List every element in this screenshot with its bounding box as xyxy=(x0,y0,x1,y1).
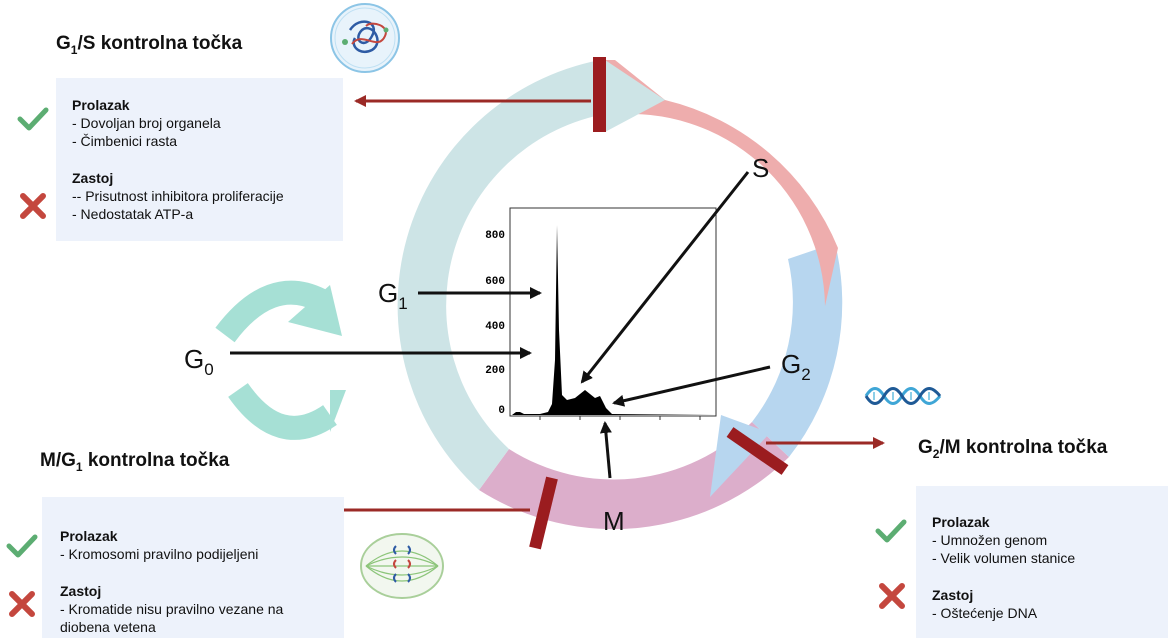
m-phase-segment xyxy=(479,422,789,530)
g1s-checkpoint-title: G1/S kontrolna točka xyxy=(56,33,243,57)
g2m-checkpoint-bar xyxy=(726,427,789,475)
histogram-x-ticks xyxy=(539,416,701,420)
g1s-checkpoint-bar xyxy=(593,57,606,132)
m-pointer xyxy=(599,421,612,479)
histogram-tick-600: 600 xyxy=(485,276,505,288)
mg1-stop-item: - Kromatide nisu pravilno vezane na xyxy=(60,601,284,617)
g1s-pass-block: Prolazak - Dovoljan broj organela - Čimb… xyxy=(72,96,221,150)
label-m: M xyxy=(603,506,625,536)
g1s-info-box xyxy=(56,78,343,241)
dna-content-histogram xyxy=(509,207,717,420)
histogram-tick-400: 400 xyxy=(485,321,505,333)
cross-icon xyxy=(9,591,35,617)
mg1-checkpoint-title: M/G1 kontrolna točka xyxy=(40,450,230,474)
s-pointer xyxy=(580,171,750,384)
mg1-stop-item: diobena vetena xyxy=(60,619,156,635)
cross-icon xyxy=(20,193,46,219)
g2-phase-segment xyxy=(752,243,843,457)
g2m-pass-block: Prolazak - Umnožen genom - Velik volumen… xyxy=(932,513,1075,567)
g1s-stop-item: -- Prisutnost inhibitora proliferacije xyxy=(72,188,284,204)
g1s-pass-item: - Čimbenici rasta xyxy=(72,133,178,149)
mg1-pass-block: Prolazak - Kromosomi pravilno podijeljen… xyxy=(60,527,258,563)
g2-pointer xyxy=(612,365,771,407)
histogram-tick-800: 800 xyxy=(485,230,505,242)
g1s-stop-item: - Nedostatak ATP-a xyxy=(72,206,194,222)
label-g0: G0 xyxy=(184,344,214,379)
g1s-stop-heading: Zastoj xyxy=(72,170,114,186)
dna-helix-icon xyxy=(864,387,942,405)
label-g2: G2 xyxy=(781,349,811,384)
g1s-stop-block: Zastoj -- Prisutnost inhibitora prolifer… xyxy=(72,169,284,223)
g2m-pass-heading: Prolazak xyxy=(932,514,990,530)
g1s-pass-heading: Prolazak xyxy=(72,97,130,113)
g2m-pass-item: - Umnožen genom xyxy=(932,532,1048,548)
histogram-tick-0: 0 xyxy=(498,405,505,417)
mg1-info-box xyxy=(42,497,344,638)
histogram-tick-200: 200 xyxy=(485,365,505,377)
g2-arrowhead xyxy=(710,415,770,497)
g2m-pass-item: - Velik volumen stanice xyxy=(932,550,1076,566)
check-icon xyxy=(17,107,49,131)
check-icon xyxy=(6,534,38,558)
g1-phase-segment xyxy=(397,60,600,490)
check-icon xyxy=(875,519,907,543)
g1-arrowhead xyxy=(605,60,665,132)
cross-icon xyxy=(879,583,905,609)
g2m-stop-item: - Oštećenje DNA xyxy=(932,605,1038,621)
g0-cycle-arrows xyxy=(215,280,346,440)
mitotic-spindle-icon xyxy=(360,533,444,599)
g2m-info-box xyxy=(916,486,1168,638)
g1s-pass-item: - Dovoljan broj organela xyxy=(72,115,221,131)
label-s: S xyxy=(752,153,769,183)
mg1-stop-block: Zastoj - Kromatide nisu pravilno vezane … xyxy=(60,582,283,636)
g2m-stop-heading: Zastoj xyxy=(932,587,974,603)
g2m-stop-block: Zastoj - Oštećenje DNA xyxy=(932,586,1037,622)
mg1-checkpoint-bar xyxy=(529,476,558,550)
mg1-stop-heading: Zastoj xyxy=(60,583,102,599)
mg1-pass-item: - Kromosomi pravilno podijeljeni xyxy=(60,546,259,562)
mg1-pass-heading: Prolazak xyxy=(60,528,118,544)
label-g1: G1 xyxy=(378,278,408,313)
g2m-checkpoint-title: G2/M kontrolna točka xyxy=(918,437,1108,461)
cell-nucleus-icon xyxy=(330,3,400,73)
